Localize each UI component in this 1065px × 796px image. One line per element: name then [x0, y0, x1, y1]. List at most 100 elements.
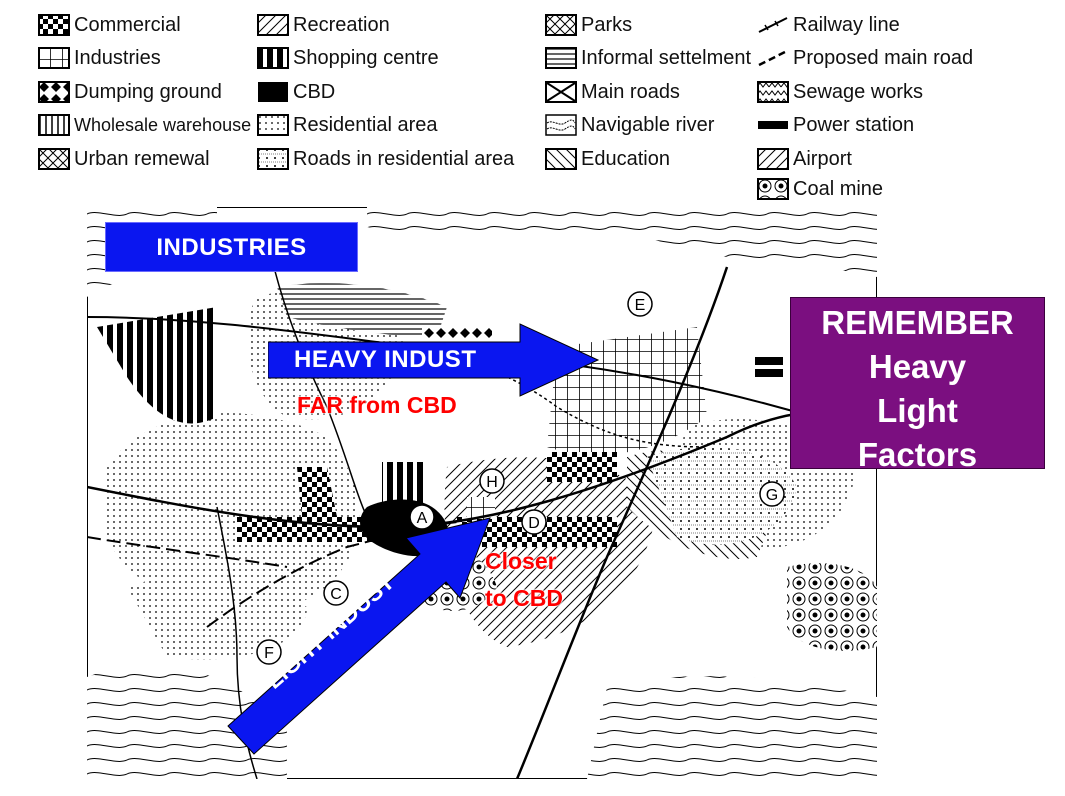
far-from-cbd-note: FAR from CBD — [297, 392, 457, 418]
remember-line: Factors — [857, 436, 978, 473]
legend-item: Dumping ground — [38, 79, 222, 105]
map-place-marker: F — [256, 639, 282, 665]
map-place-letter: C — [330, 586, 342, 603]
legend-item: Power station — [757, 112, 914, 138]
legend-item: Informal settelment — [545, 45, 751, 71]
legend-item: Navigable river — [545, 112, 714, 138]
legend-label: Industries — [74, 46, 161, 69]
legend-symbol-icon — [257, 47, 289, 69]
legend-symbol-icon — [38, 148, 70, 170]
legend-label: Wholesale warehouse — [74, 114, 252, 135]
residential-area — [127, 576, 307, 660]
closer-to-cbd-note-line2: to CBD — [485, 585, 563, 611]
legend-symbol-icon — [757, 81, 789, 103]
legend-symbol-icon — [757, 148, 789, 170]
closer-to-cbd-note-line1: Closer — [485, 548, 557, 574]
legend-item: Wholesale warehouse — [38, 112, 251, 138]
power-station — [755, 369, 783, 377]
map-place-marker: H — [479, 468, 505, 494]
legend-symbol-icon — [257, 148, 289, 170]
legend-symbol-icon — [257, 114, 289, 136]
map-place-marker: E — [627, 291, 653, 317]
legend-label: Coal mine — [793, 177, 884, 200]
recreation-area — [444, 457, 657, 647]
legend-item: Urban remewal — [38, 146, 210, 172]
remember-line: Heavy — [868, 348, 967, 385]
legend-item: Coal mine — [757, 176, 883, 202]
legend-label: CBD — [293, 80, 336, 103]
legend-symbol-icon — [757, 178, 789, 200]
legend-item: Shopping centre — [257, 45, 439, 71]
legend-symbol-icon — [545, 81, 577, 103]
legend-item: Parks — [545, 12, 632, 38]
map-place-marker: G — [759, 481, 785, 507]
legend-label: Informal settelment — [581, 46, 752, 69]
navigable-river — [416, 346, 708, 448]
legend-label: Residential area — [293, 113, 438, 136]
legend-label: Airport — [793, 147, 852, 170]
legend-item: Roads in residential area — [257, 146, 514, 172]
dumping-ground — [422, 327, 492, 339]
map-place-marker: A — [409, 504, 435, 530]
main-road — [87, 409, 877, 529]
residential-area — [107, 413, 360, 613]
main-road — [515, 266, 729, 779]
legend-symbol-icon — [38, 47, 70, 69]
remember-box: REMEMBER Heavy Light Factors — [790, 297, 1045, 473]
light-industry-arrow — [227, 517, 491, 755]
coal-mine — [787, 563, 877, 651]
legend-symbol-icon — [38, 14, 70, 36]
wholesale-warehouse-area — [97, 307, 217, 424]
legend-item: Industries — [38, 45, 161, 71]
proposed-main-road — [206, 521, 458, 628]
legend-item: Airport — [757, 146, 852, 172]
proposed-main-road — [87, 536, 288, 568]
legend-label: Railway line — [793, 13, 900, 36]
legend-symbol-icon — [258, 82, 288, 102]
legend-item: Recreation — [257, 12, 390, 38]
map-place-marker: C — [323, 580, 349, 606]
legend-symbol-icon — [758, 17, 788, 33]
legend-item: Sewage works — [757, 79, 923, 105]
legend-label: Commercial — [74, 13, 181, 36]
power-station — [755, 357, 783, 365]
legend-label: Main roads — [581, 80, 680, 103]
map-place-marker: D — [521, 509, 547, 535]
railway-line — [266, 236, 368, 518]
contour-area — [367, 207, 877, 277]
legend-label: Navigable river — [581, 113, 715, 136]
remember-line: Light — [877, 392, 958, 429]
legend-item: Residential area — [257, 112, 438, 138]
commercial-strip — [297, 467, 337, 517]
map-place-letter: G — [766, 487, 778, 504]
contour-area — [587, 676, 877, 779]
legend-symbol-icon — [758, 49, 788, 67]
legend-symbol-icon — [38, 81, 70, 103]
industries-title-box: INDUSTRIES — [105, 222, 358, 272]
map-place-letter: H — [486, 474, 498, 491]
commercial-strip — [547, 452, 617, 482]
map-place-letter: D — [528, 515, 540, 532]
legend-label: Shopping centre — [293, 46, 439, 69]
legend-item: Main roads — [545, 79, 680, 105]
informal-settlement — [277, 283, 447, 337]
legend-label: Education — [581, 147, 670, 170]
legend-label: Recreation — [293, 13, 390, 36]
legend-label: Sewage works — [793, 80, 924, 103]
map-place-letter: F — [264, 645, 274, 662]
legend-symbol-icon — [545, 47, 577, 69]
roads-residential — [647, 447, 797, 545]
legend-symbol-icon — [545, 14, 577, 36]
legend-item: Proposed main road — [757, 45, 973, 71]
legend-label: Urban remewal — [74, 147, 210, 170]
commercial-strip — [237, 517, 377, 542]
legend-symbol-icon — [545, 114, 577, 136]
legend-item: Commercial — [38, 12, 181, 38]
legend-symbol-icon — [38, 114, 70, 136]
legend-label: Roads in residential area — [293, 147, 515, 170]
legend-item: CBD — [257, 79, 335, 105]
remember-line: REMEMBER — [821, 304, 1014, 341]
legend-item: Railway line — [757, 12, 900, 38]
legend-label: Dumping ground — [74, 80, 222, 103]
